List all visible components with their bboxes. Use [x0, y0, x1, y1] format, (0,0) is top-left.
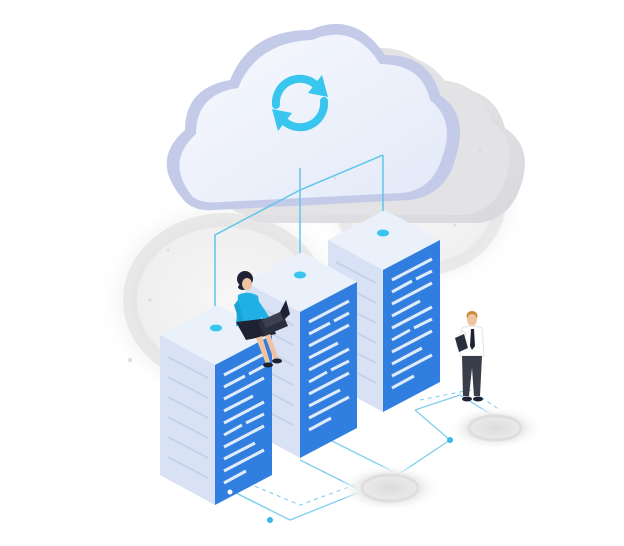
cloud	[166, 23, 460, 211]
man-with-tablet-figure	[455, 311, 485, 402]
server-rack-left	[160, 305, 272, 505]
ground-circuit-lines-dashed	[239, 389, 501, 506]
sync-icon	[271, 74, 329, 132]
floor-pads	[338, 406, 543, 512]
woman-with-laptop-figure	[234, 271, 290, 368]
decorative-particles	[128, 148, 482, 362]
